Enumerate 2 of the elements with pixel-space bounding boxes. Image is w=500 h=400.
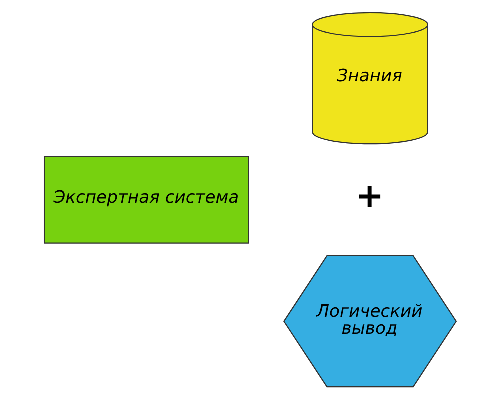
- node-box: Экспертная система: [44, 156, 249, 244]
- label: +: [354, 176, 384, 216]
